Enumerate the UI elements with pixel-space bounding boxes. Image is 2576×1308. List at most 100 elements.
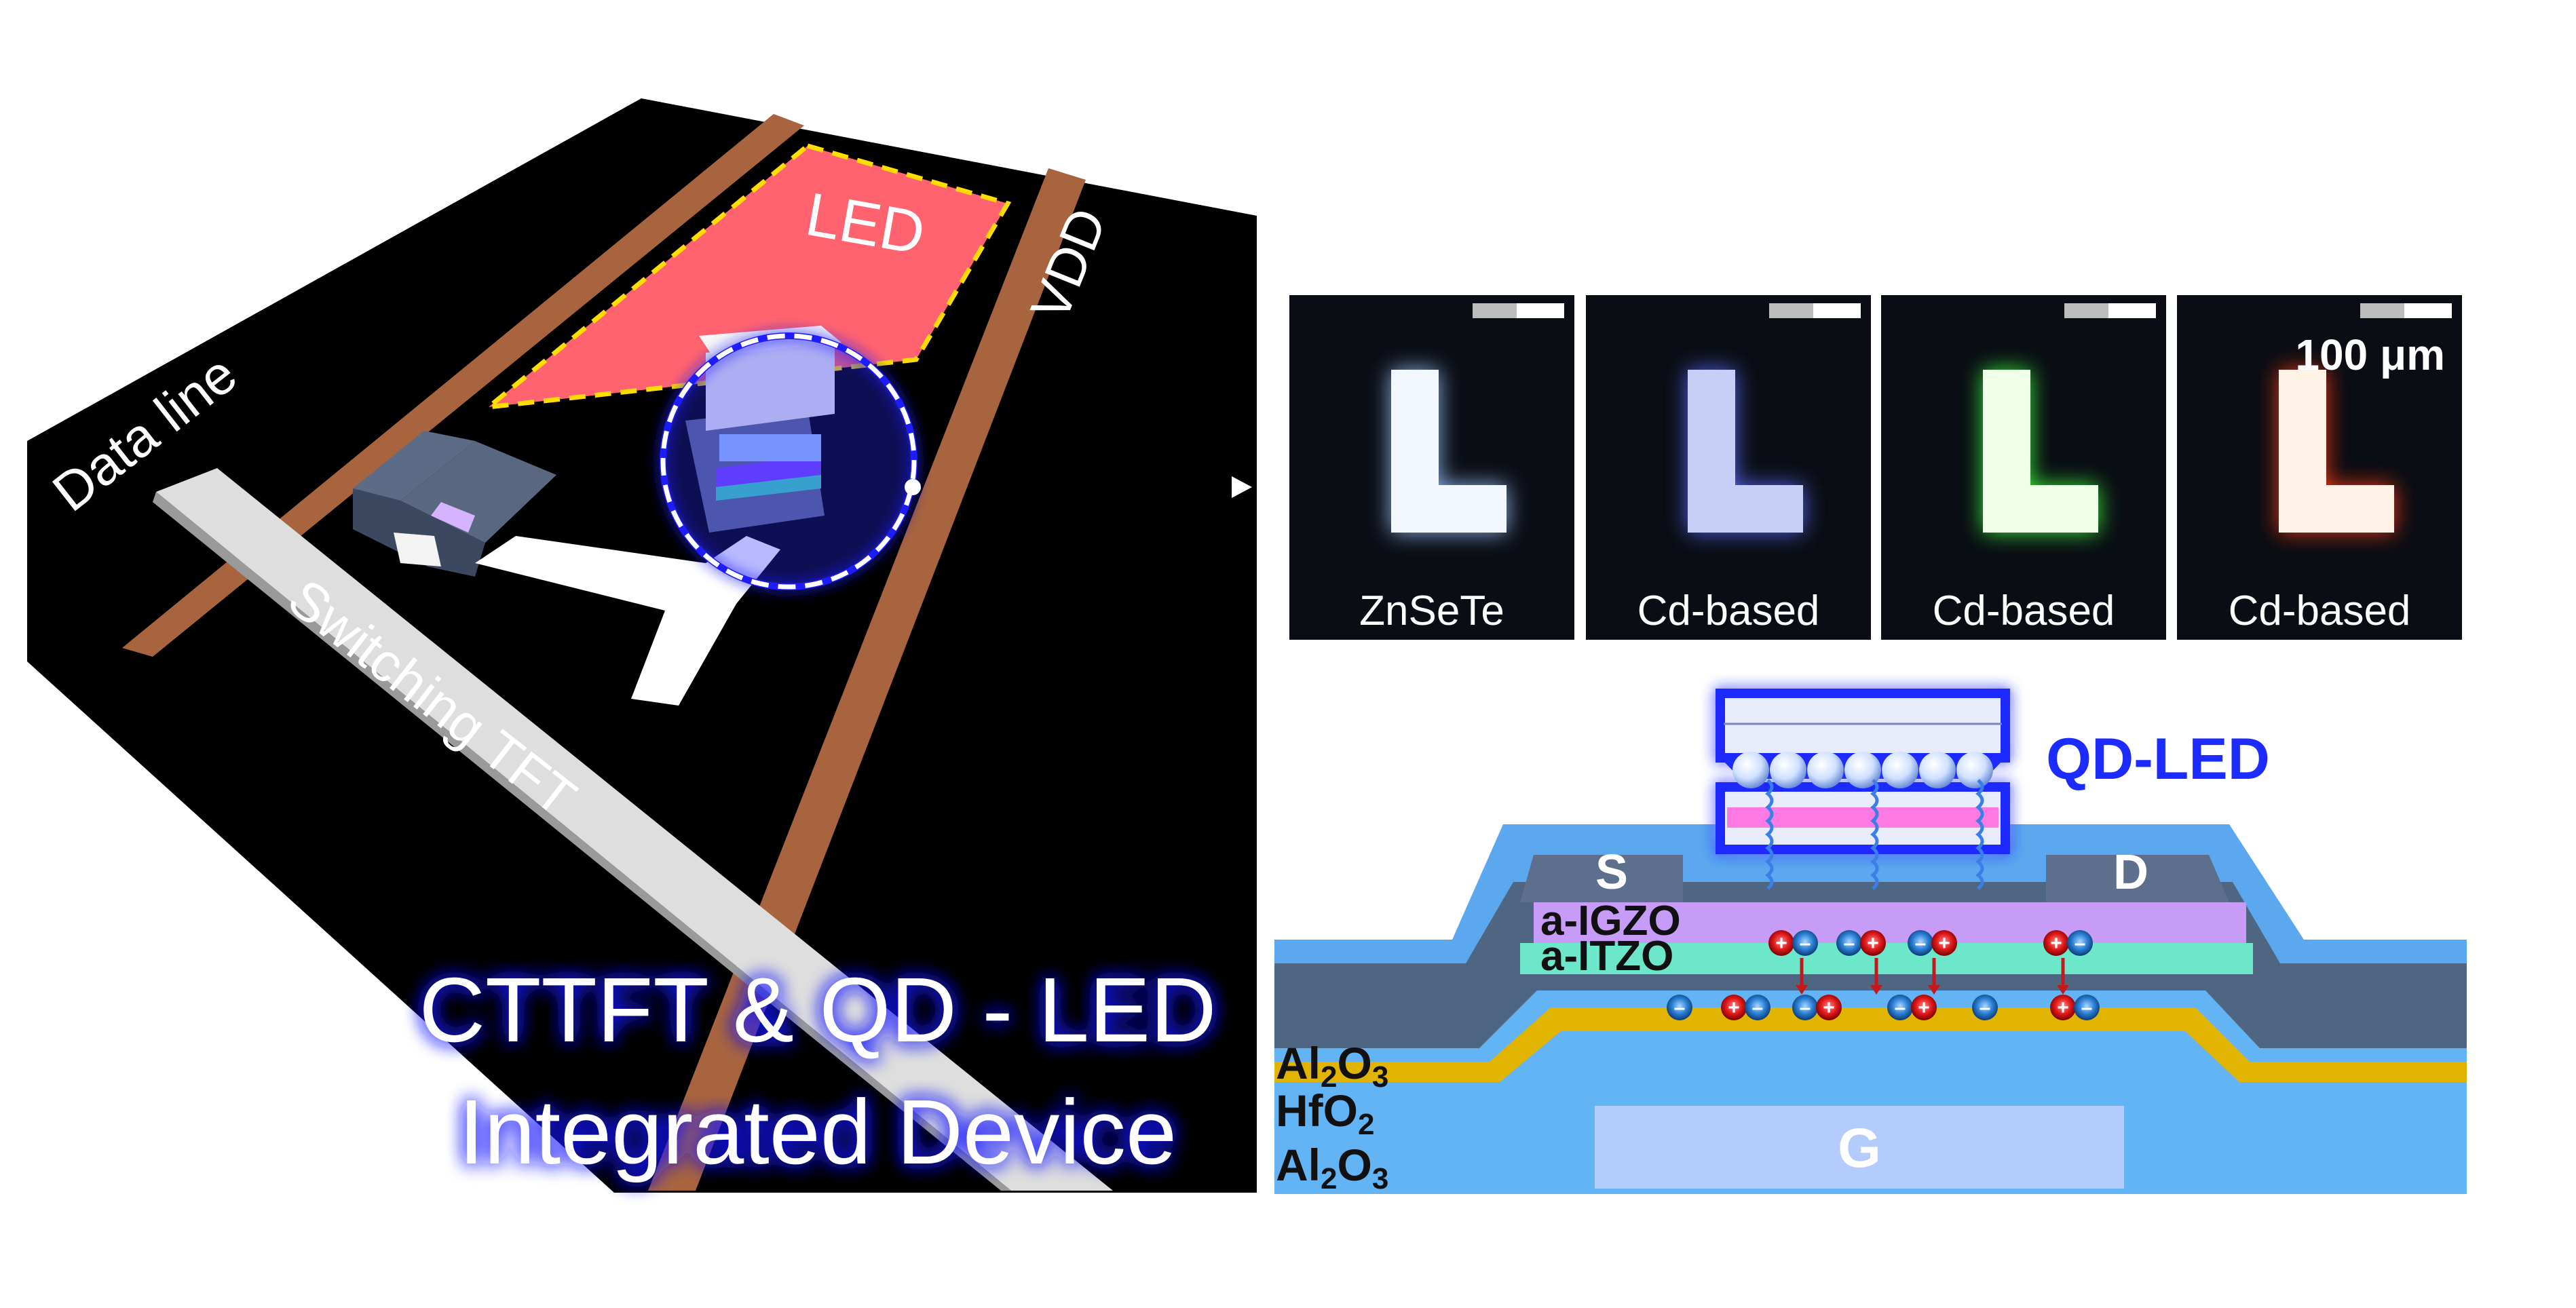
charge-sign: – <box>2081 997 2093 1019</box>
hole-charge <box>1931 930 1957 956</box>
electron-charge <box>2074 995 2100 1020</box>
charge-sign: – <box>1915 932 1927 955</box>
emission-wave <box>1975 779 1984 890</box>
layer-al2o3-top <box>1274 987 2467 1062</box>
substrate <box>27 98 1257 1193</box>
hole-charge <box>1911 995 1937 1020</box>
hole-charge <box>1768 930 1794 956</box>
arrow-head <box>1232 476 1252 498</box>
electron-charge <box>1792 995 1818 1020</box>
charge-sign: + <box>1938 932 1950 955</box>
micrograph-label: ZnSeTe <box>1359 588 1504 634</box>
charge-arrow-head <box>1928 985 1940 995</box>
charge-sign: – <box>1800 997 1811 1019</box>
charge-arrow-head <box>1870 985 1882 995</box>
electron-charge <box>2067 930 2093 956</box>
layer-itzo <box>1520 943 2253 974</box>
charge-sign: + <box>1918 997 1930 1019</box>
scale-bar-segment <box>2108 303 2156 318</box>
emission-letter <box>2279 370 2394 533</box>
emission-wave <box>1765 779 1774 890</box>
micrograph-panel: Cd-based 100 μm <box>2177 295 2462 640</box>
led-pad <box>480 143 1012 410</box>
quantum-dot <box>1882 752 1918 788</box>
emission-wave <box>1870 779 1879 890</box>
source-label: S <box>1595 845 1628 900</box>
hole-charge <box>1816 995 1842 1020</box>
arrow-origin-dot <box>905 479 921 495</box>
charge-sign: + <box>1728 997 1740 1019</box>
quantum-dot <box>1956 752 1993 788</box>
qd-led-stack <box>1716 689 2010 890</box>
layer-labels: Al2O3 HfO2 Al2O3 <box>1276 1038 1388 1195</box>
scale-bar-segment <box>1517 303 1564 318</box>
scale-bar-segment <box>2404 303 2452 318</box>
gate-electrode <box>1595 1106 2124 1189</box>
layer-igzo <box>1534 902 2246 943</box>
quantum-dot <box>1807 752 1844 788</box>
micrograph-panel: Cd-based <box>1586 295 1871 640</box>
quantum-dot <box>1732 752 1769 788</box>
switching-tft <box>353 431 556 577</box>
electron-charge <box>1745 995 1770 1020</box>
charge-sign: + <box>1775 932 1787 955</box>
device-illustration: LED VDD Data line Switching TFT CTTFT & … <box>27 98 1257 1193</box>
charge-sign: + <box>1867 932 1879 955</box>
emission-letter <box>1983 370 2098 533</box>
quantum-dot <box>1919 752 1956 788</box>
micrograph-label: Cd-based <box>2229 588 2411 634</box>
electron-charge <box>1667 995 1692 1020</box>
layer-label-hfo2: HfO2 <box>1276 1085 1374 1141</box>
layer-hfo2 <box>1274 1004 2467 1082</box>
hole-charge <box>1860 930 1886 956</box>
title-line-1: CTTFT & QD - LED <box>419 959 1216 1061</box>
micrograph-panel: ZnSeTe <box>1289 295 1574 640</box>
charge-arrow-head <box>1796 985 1808 995</box>
zoom-circle-dash <box>660 333 917 590</box>
qd-led-label: QD-LED <box>2046 727 2270 792</box>
hole-charge <box>2043 930 2069 956</box>
layer-label-al2o3-bottom: Al2O3 <box>1276 1140 1388 1195</box>
micrograph-label: Cd-based <box>1637 588 1820 634</box>
rail-left <box>122 114 804 657</box>
charge-sign: – <box>1800 932 1811 955</box>
electron-charge <box>1836 930 1862 956</box>
scale-bar-segment <box>1813 303 1861 318</box>
emission-letter <box>1688 370 1803 533</box>
gate-label: G <box>1838 1117 1881 1179</box>
scale-bar-label: 100 μm <box>2295 330 2445 379</box>
charge-sign: – <box>1752 997 1764 1019</box>
quantum-dot <box>1770 752 1806 788</box>
drain-electrode-cs <box>2046 855 2229 902</box>
electron-charge <box>1887 995 1913 1020</box>
title-line-2: Integrated Device <box>459 1081 1177 1183</box>
charge-sign: + <box>1823 997 1835 1019</box>
drain-label: D <box>2113 845 2148 900</box>
electron-charge <box>1792 930 1818 956</box>
source-electrode <box>1520 855 1683 902</box>
micrograph-row: ZnSeTe Cd-based Cd-based Cd-based 100 μm <box>1289 295 2462 640</box>
hole-charge <box>2050 995 2076 1020</box>
itzo-label: a-ITZO <box>1540 933 1673 980</box>
drain-electrode <box>475 536 780 706</box>
charge-sign: – <box>2075 932 2086 955</box>
charge-sign: – <box>1674 997 1686 1019</box>
data-line-edge <box>153 492 1011 1191</box>
quantum-dot <box>1844 752 1881 788</box>
data-line <box>156 468 1113 1191</box>
electron-charge <box>1908 930 1933 956</box>
charge-sign: – <box>1844 932 1855 955</box>
hole-charge <box>1721 995 1747 1020</box>
emission-letter <box>1391 370 1507 533</box>
tft-cross-section: +––+–++––+––+–+–+– QD-LED S D G a-IGZO a… <box>1274 689 2467 1195</box>
layer-label-al2o3-top: Al2O3 <box>1276 1038 1388 1094</box>
charge-sign: + <box>2050 932 2062 955</box>
charge-sign: + <box>2057 997 2069 1019</box>
charge-sign: – <box>1895 997 1906 1019</box>
charge-arrow-head <box>2057 985 2069 995</box>
electron-charge <box>1972 995 1998 1020</box>
micrograph-panel: Cd-based <box>1881 295 2166 640</box>
micrograph-label: Cd-based <box>1933 588 2115 634</box>
